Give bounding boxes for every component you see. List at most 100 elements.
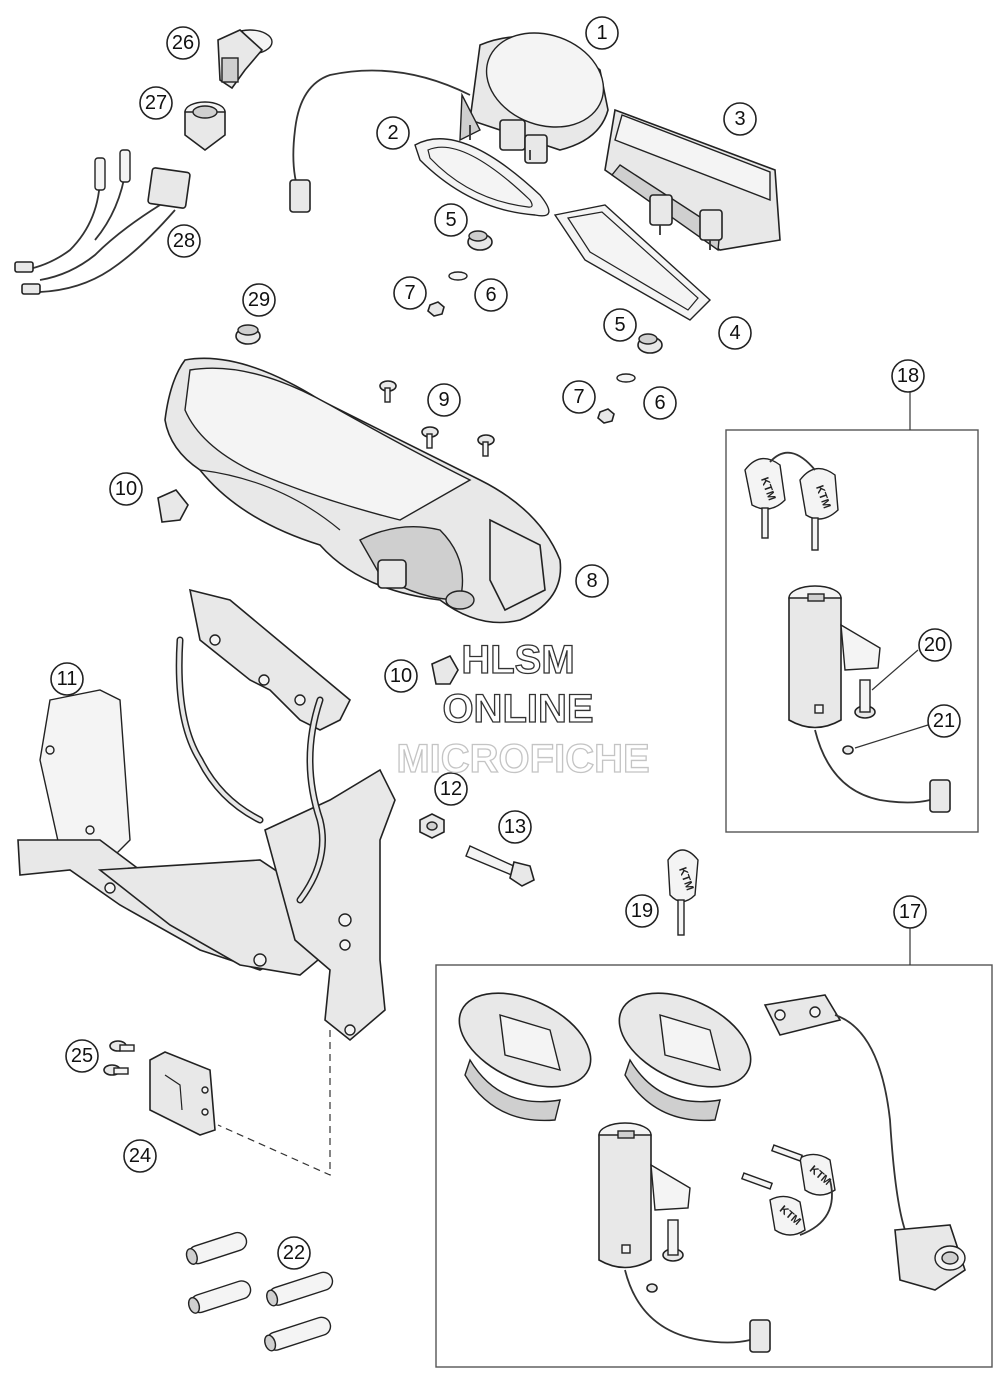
callout-10-right-label: 10 [390,665,412,687]
set-17-ignition-cylinder [598,1122,691,1269]
part-29-rubber-plug [235,324,261,345]
callout-5-upper-label: 5 [445,209,456,231]
callout-29: 29 [242,283,276,317]
callout-1-label: 1 [596,22,607,44]
callout-7-upper-label: 7 [404,282,415,304]
callout-6-upper-label: 6 [485,284,496,306]
callout-7-lower-label: 7 [573,386,584,408]
gauge-wire [292,69,471,196]
callout-26-label: 26 [172,32,194,54]
watermark-line-1: HLSM [461,638,574,682]
set-17-key-1: KTM [770,1144,836,1196]
part-6-washer-upper [448,271,468,281]
part-10-clip-nut-left [157,489,189,523]
callout-22: 22 [277,1236,311,1270]
callout-27-label: 27 [145,92,167,114]
callout-17-label: 17 [899,901,921,923]
callout-7-upper: 7 [393,276,427,310]
callout-18: 18 [891,359,925,393]
part-8-headlight-fairing [164,357,562,624]
set-17-frame [435,964,993,1368]
part-20-screw [854,679,876,719]
set-18-key-right: KTM [799,467,839,551]
set-18-wire [814,729,931,804]
part-6-washer-lower [616,373,636,383]
part-3-display-unit [604,108,781,252]
part-28-wiring-harness [14,149,191,295]
callout-1: 1 [585,16,619,50]
part-27-bushing [184,101,226,151]
callout-28-label: 28 [173,230,195,252]
callout-2-label: 2 [387,122,398,144]
part-2-gauge-gasket [414,138,550,217]
callout-12-label: 12 [440,778,462,800]
watermark-line-2: ONLINE [442,687,593,731]
callout-27: 27 [139,86,173,120]
callout-2: 2 [376,116,410,150]
part-21-small-screw [842,745,854,755]
callout-28: 28 [167,224,201,258]
callout-25-label: 25 [71,1045,93,1067]
set-18-ignition-cylinder [788,585,881,729]
part-9-screw-1 [379,380,397,403]
callout-12: 12 [434,772,468,806]
callout-13: 13 [498,810,532,844]
part-25-screw-2 [103,1064,129,1076]
callout-29-label: 29 [248,289,270,311]
part-7-nut-lower [597,408,615,424]
part-13-bolt [465,845,535,887]
plate-dashed-guide [217,1030,331,1176]
part-12-nut [419,813,445,839]
callout-10-left: 10 [109,472,143,506]
callout-10-left-label: 10 [115,478,137,500]
watermark-line-3: MICROFICHE [396,737,649,781]
callout-7-lower: 7 [562,380,596,414]
callout-3-label: 3 [734,108,745,130]
part-25-screw-1 [109,1040,135,1052]
part-1-instrument-gauge [459,32,609,164]
callout-24-label: 24 [129,1145,151,1167]
key-ring-cord [769,451,816,471]
part-19-key: KTM [667,849,699,936]
callout-21: 21 [927,704,961,738]
callout-8-label: 8 [586,570,597,592]
callout-21-label: 21 [933,710,955,732]
callout-24: 24 [123,1139,157,1173]
callout-19-label: 19 [631,900,653,922]
callout-4: 4 [718,316,752,350]
part-22-edge-protector-strips [185,1231,334,1352]
set-17-wire [624,1269,751,1344]
callout-20: 20 [918,628,952,662]
callout-5-lower: 5 [603,308,637,342]
watermark: HLSM ONLINE MICROFICHE [396,637,651,781]
part-26-power-socket [217,29,273,90]
callout-22-label: 22 [283,1242,305,1264]
set-17-seat-lock-latch [763,994,842,1036]
callout-13-label: 13 [504,816,526,838]
set-17-small-screw [646,1283,658,1293]
part-24-mounting-plate [149,1051,216,1136]
set-18-connector [929,779,951,813]
set-18-frame [725,429,979,833]
callout-25: 25 [65,1039,99,1073]
set-17-fuel-cap-left [458,992,592,1122]
part-9-screw-3 [477,434,495,457]
set-17-key-cord [799,1179,833,1236]
callout-6-upper: 6 [474,278,508,312]
callout-4-label: 4 [729,322,740,344]
callout-5-lower-label: 5 [614,314,625,336]
callout-8: 8 [575,564,609,598]
set-17-seat-lock [894,1224,966,1291]
callout-9-label: 9 [438,389,449,411]
callout-5-upper: 5 [434,203,468,237]
callout-10-right: 10 [384,659,418,693]
set-17-latch-cable [834,1014,906,1231]
callout-6-lower-label: 6 [654,392,665,414]
part-7-nut-upper [427,301,445,317]
callout-17: 17 [893,895,927,929]
callout-18-label: 18 [897,365,919,387]
callout-6-lower: 6 [643,386,677,420]
part-11-headlight-bracket [17,588,396,1042]
part-5-rubber-grommet-upper [467,230,493,251]
